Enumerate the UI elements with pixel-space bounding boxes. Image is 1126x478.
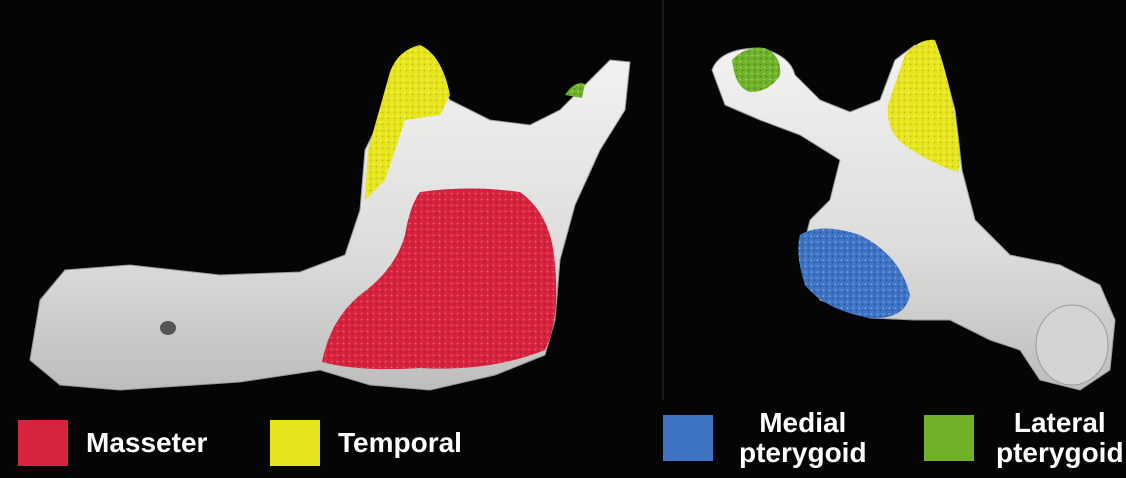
lateral-pterygoid-swatch bbox=[924, 415, 974, 461]
temporal-swatch bbox=[270, 420, 320, 466]
legend-medial-pterygoid: Medial pterygoid bbox=[663, 408, 867, 468]
temporal-label: Temporal bbox=[338, 428, 462, 458]
medial-pterygoid-swatch bbox=[663, 415, 713, 461]
masseter-swatch bbox=[18, 420, 68, 466]
medial-pterygoid-line2: pterygoid bbox=[739, 438, 867, 468]
lateral-pterygoid-patch-left bbox=[565, 83, 585, 98]
mandible-views bbox=[0, 0, 1126, 410]
medial-pterygoid-line1: Medial bbox=[759, 408, 846, 438]
lateral-pterygoid-line2: pterygoid bbox=[996, 438, 1124, 468]
masseter-label: Masseter bbox=[86, 428, 207, 458]
condyle-end bbox=[1036, 305, 1108, 385]
medial-pterygoid-label: Medial pterygoid bbox=[739, 408, 867, 468]
legend-temporal: Temporal bbox=[270, 420, 462, 466]
lateral-view-mandible bbox=[30, 45, 630, 390]
mental-foramen bbox=[160, 321, 176, 335]
medial-view-mandible bbox=[712, 40, 1115, 390]
legend-masseter: Masseter bbox=[18, 420, 207, 466]
lateral-pterygoid-line1: Lateral bbox=[1014, 408, 1106, 438]
legend-lateral-pterygoid: Lateral pterygoid bbox=[924, 408, 1124, 468]
lateral-pterygoid-label: Lateral pterygoid bbox=[996, 408, 1124, 468]
